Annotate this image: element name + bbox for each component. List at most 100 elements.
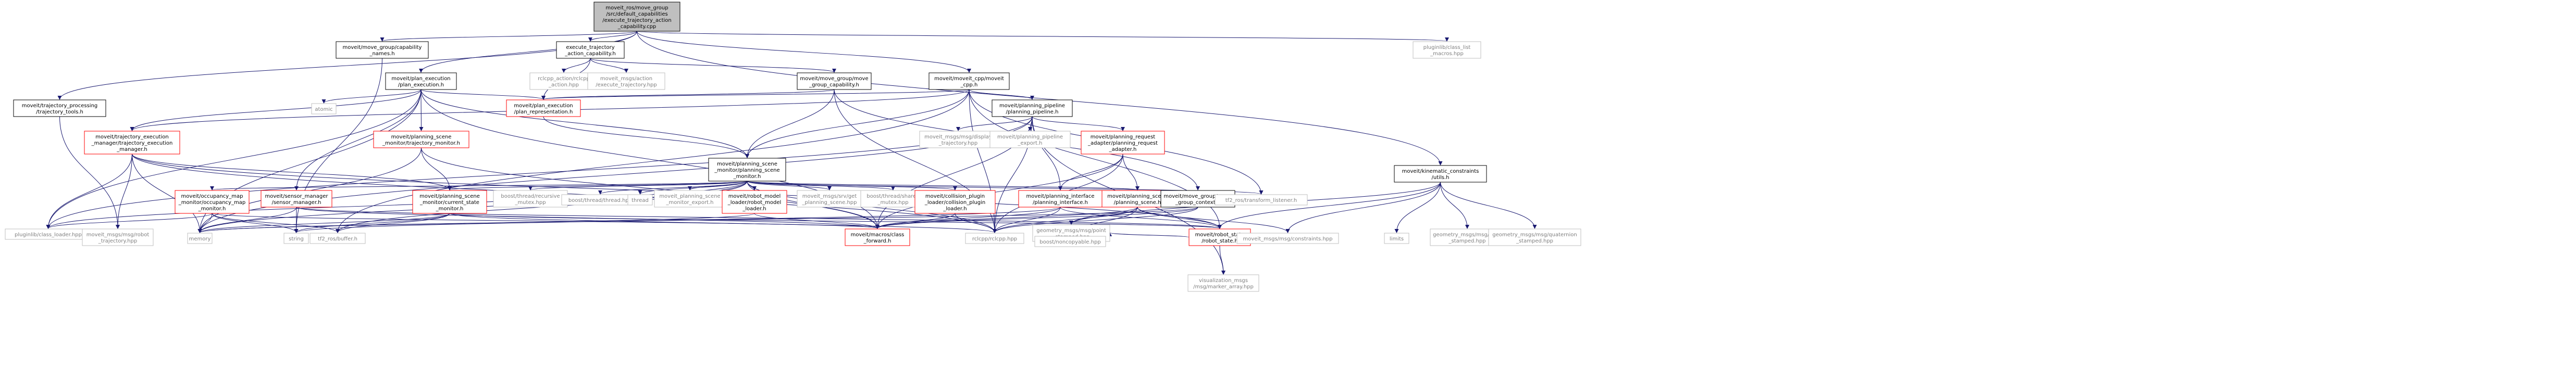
edge-mgc-to-rclcpp xyxy=(993,207,1198,233)
node-memory: memory xyxy=(187,233,213,244)
node-label-line: _names.h xyxy=(369,51,394,57)
edge-ps-to-rs xyxy=(1137,207,1222,229)
node-label-line: boost/thread/shared xyxy=(866,194,919,199)
node-label-line: _stamped.hpp xyxy=(1448,238,1485,244)
node-limits: limits xyxy=(1384,233,1409,244)
node-brm: boost/thread/recursive_mutex.hpp xyxy=(493,190,568,208)
node-label-line: _manager.h xyxy=(116,147,147,152)
edge-prap-to-mcf xyxy=(875,154,1123,229)
edge-kcu-to-gmq xyxy=(1440,182,1537,229)
edge-pe-to-pcl xyxy=(46,89,422,229)
edge-root-to-etac xyxy=(588,31,637,42)
node-box xyxy=(587,72,665,90)
node-mgcn[interactable]: moveit/move_group/capability_names.h xyxy=(336,41,429,59)
node-label-line: limits xyxy=(1390,236,1404,242)
node-per[interactable]: moveit/plan_execution/plan_representatio… xyxy=(506,99,581,117)
edge-per-to-psm xyxy=(543,116,749,158)
node-label-line: _cpp.h xyxy=(960,82,978,88)
node-label-line: _planning_scene.hpp xyxy=(802,200,857,206)
node-box xyxy=(797,72,872,90)
node-box xyxy=(860,190,926,208)
node-tpt[interactable]: moveit/trajectory_processing/trajectory_… xyxy=(13,99,106,117)
node-label-line: _adapter/planning_request xyxy=(1087,141,1158,146)
node-label-line: moveit_msgs/action xyxy=(600,76,652,82)
node-smm[interactable]: moveit/sensor_manager/sensor_manager.h xyxy=(261,190,332,208)
node-label-line: _forward.h xyxy=(863,238,891,244)
node-label-line: _monitor.h xyxy=(733,174,761,180)
edge-pe-to-tm xyxy=(419,89,424,131)
edge-tm-to-csm xyxy=(421,147,452,190)
node-label-line: rclcpp/rclcpp.hpp xyxy=(972,236,1017,242)
node-kcu[interactable]: moveit/kinematic_constraints/utils.h xyxy=(1394,165,1487,183)
edge-ps-to-mcf xyxy=(875,207,1138,229)
edge-kcu-to-limits xyxy=(1394,182,1441,233)
node-label-line: _loader.h xyxy=(943,206,967,212)
node-mrc[interactable]: moveit/moveit_cpp/moveit_cpp.h xyxy=(928,72,1010,90)
edge-ps-to-mmc xyxy=(1137,207,1290,233)
node-box xyxy=(1034,236,1106,247)
dependency-edges xyxy=(46,31,1537,275)
node-box xyxy=(797,190,862,208)
edge-pe-to-smm xyxy=(294,89,422,190)
node-label-line: _mutex.hpp xyxy=(877,200,908,206)
node-label-line: moveit/plan_execution xyxy=(514,103,573,109)
node-csm[interactable]: moveit/planning_scene_monitor/current_st… xyxy=(412,190,487,214)
node-etac[interactable]: execute_trajectory_action_capability.h xyxy=(556,41,625,59)
node-prap[interactable]: moveit/planning_request_adapter/planning… xyxy=(1081,131,1165,155)
node-cpl[interactable]: moveit/collision_plugin_loader/collision… xyxy=(914,190,996,214)
edge-pi-to-rclcpp xyxy=(993,207,1061,233)
node-rml[interactable]: moveit/robot_model_loader/robot_model_lo… xyxy=(722,190,787,214)
node-label-line: _stamped.hpp xyxy=(1516,238,1553,244)
node-box xyxy=(412,190,487,214)
edge-smm-to-mcf xyxy=(296,207,880,229)
edge-tm-to-mcf xyxy=(421,147,880,229)
node-psm[interactable]: moveit/planning_scene_monitor/planning_s… xyxy=(708,158,786,182)
edge-ocmm-to-mcf xyxy=(212,213,880,229)
node-label-line: _manager/trajectory_execution xyxy=(91,141,173,146)
node-mgmgc[interactable]: moveit/move_group/move_group_capability.… xyxy=(797,72,872,90)
node-label-line: pluginlib/class_loader.hpp xyxy=(15,232,82,238)
node-bsm: boost/thread/shared_mutex.hpp xyxy=(860,190,926,208)
edge-csm-to-string xyxy=(294,213,450,233)
node-box xyxy=(283,233,309,244)
node-root[interactable]: moveit_ros/move_group/src/default_capabi… xyxy=(593,2,680,32)
node-box xyxy=(593,2,680,32)
edge-root-to-pluglist xyxy=(637,31,1448,42)
node-label-line: moveit/collision_plugin xyxy=(925,194,985,199)
node-box xyxy=(914,190,996,214)
edge-mrc-to-ppp xyxy=(969,89,1034,100)
node-label-line: moveit/sensor_manager xyxy=(265,194,328,199)
edge-pe-to-mcf xyxy=(420,89,880,229)
node-label-line: moveit/occupancy_map xyxy=(181,194,243,199)
node-ppp[interactable]: moveit/planning_pipeline/planning_pipeli… xyxy=(992,99,1073,117)
node-pi[interactable]: moveit/planning_interface/planning_inter… xyxy=(1018,190,1103,208)
node-label-line: boost/thread/recursive xyxy=(501,194,560,199)
node-box xyxy=(336,41,429,59)
node-box xyxy=(261,190,332,208)
node-label-line: moveit/robot_state xyxy=(1195,232,1245,238)
node-label-line: /planning_interface.h xyxy=(1033,200,1088,206)
node-ocmm[interactable]: moveit/occupancy_map_monitor/occupancy_m… xyxy=(175,190,250,214)
node-box xyxy=(385,72,457,90)
node-mmdt: moveit_msgs/msg/display_trajectory.hpp xyxy=(919,131,997,148)
node-tm[interactable]: moveit/planning_scene_monitor/trajectory… xyxy=(373,131,469,148)
node-label-line: moveit/trajectory_execution xyxy=(95,134,168,140)
node-label-line: _trajectory.hpp xyxy=(98,238,137,244)
node-label-line: _loader/robot_model xyxy=(727,200,782,206)
node-label-line: _loader/collision_plugin xyxy=(924,200,985,206)
edge-ocmm-to-pcl xyxy=(46,213,213,229)
edge-kcu-to-rs xyxy=(1218,182,1441,229)
node-label-line: moveit/planning_scene xyxy=(391,134,452,140)
node-label-line: /planning_scene.h xyxy=(1114,200,1161,206)
node-label-line: _group_capability.h xyxy=(809,82,859,88)
node-label-line: tf2_ros/transform_listener.h xyxy=(1225,198,1297,203)
node-mmrt: moveit_msgs/msg/robot_trajectory.hpp xyxy=(82,228,154,246)
node-tem[interactable]: moveit/trajectory_execution_manager/traj… xyxy=(84,131,180,155)
node-label-line: /msg/marker_array.hpp xyxy=(1193,284,1254,290)
edge-smm-to-memory xyxy=(197,207,297,233)
node-mcf[interactable]: moveit/macros/class_forward.h xyxy=(845,228,910,246)
node-label-line: moveit/planning_pipeline xyxy=(997,134,1063,140)
node-label-line: _macros.hpp xyxy=(1430,51,1464,57)
node-pe[interactable]: moveit/plan_execution/plan_execution.h xyxy=(385,72,457,90)
